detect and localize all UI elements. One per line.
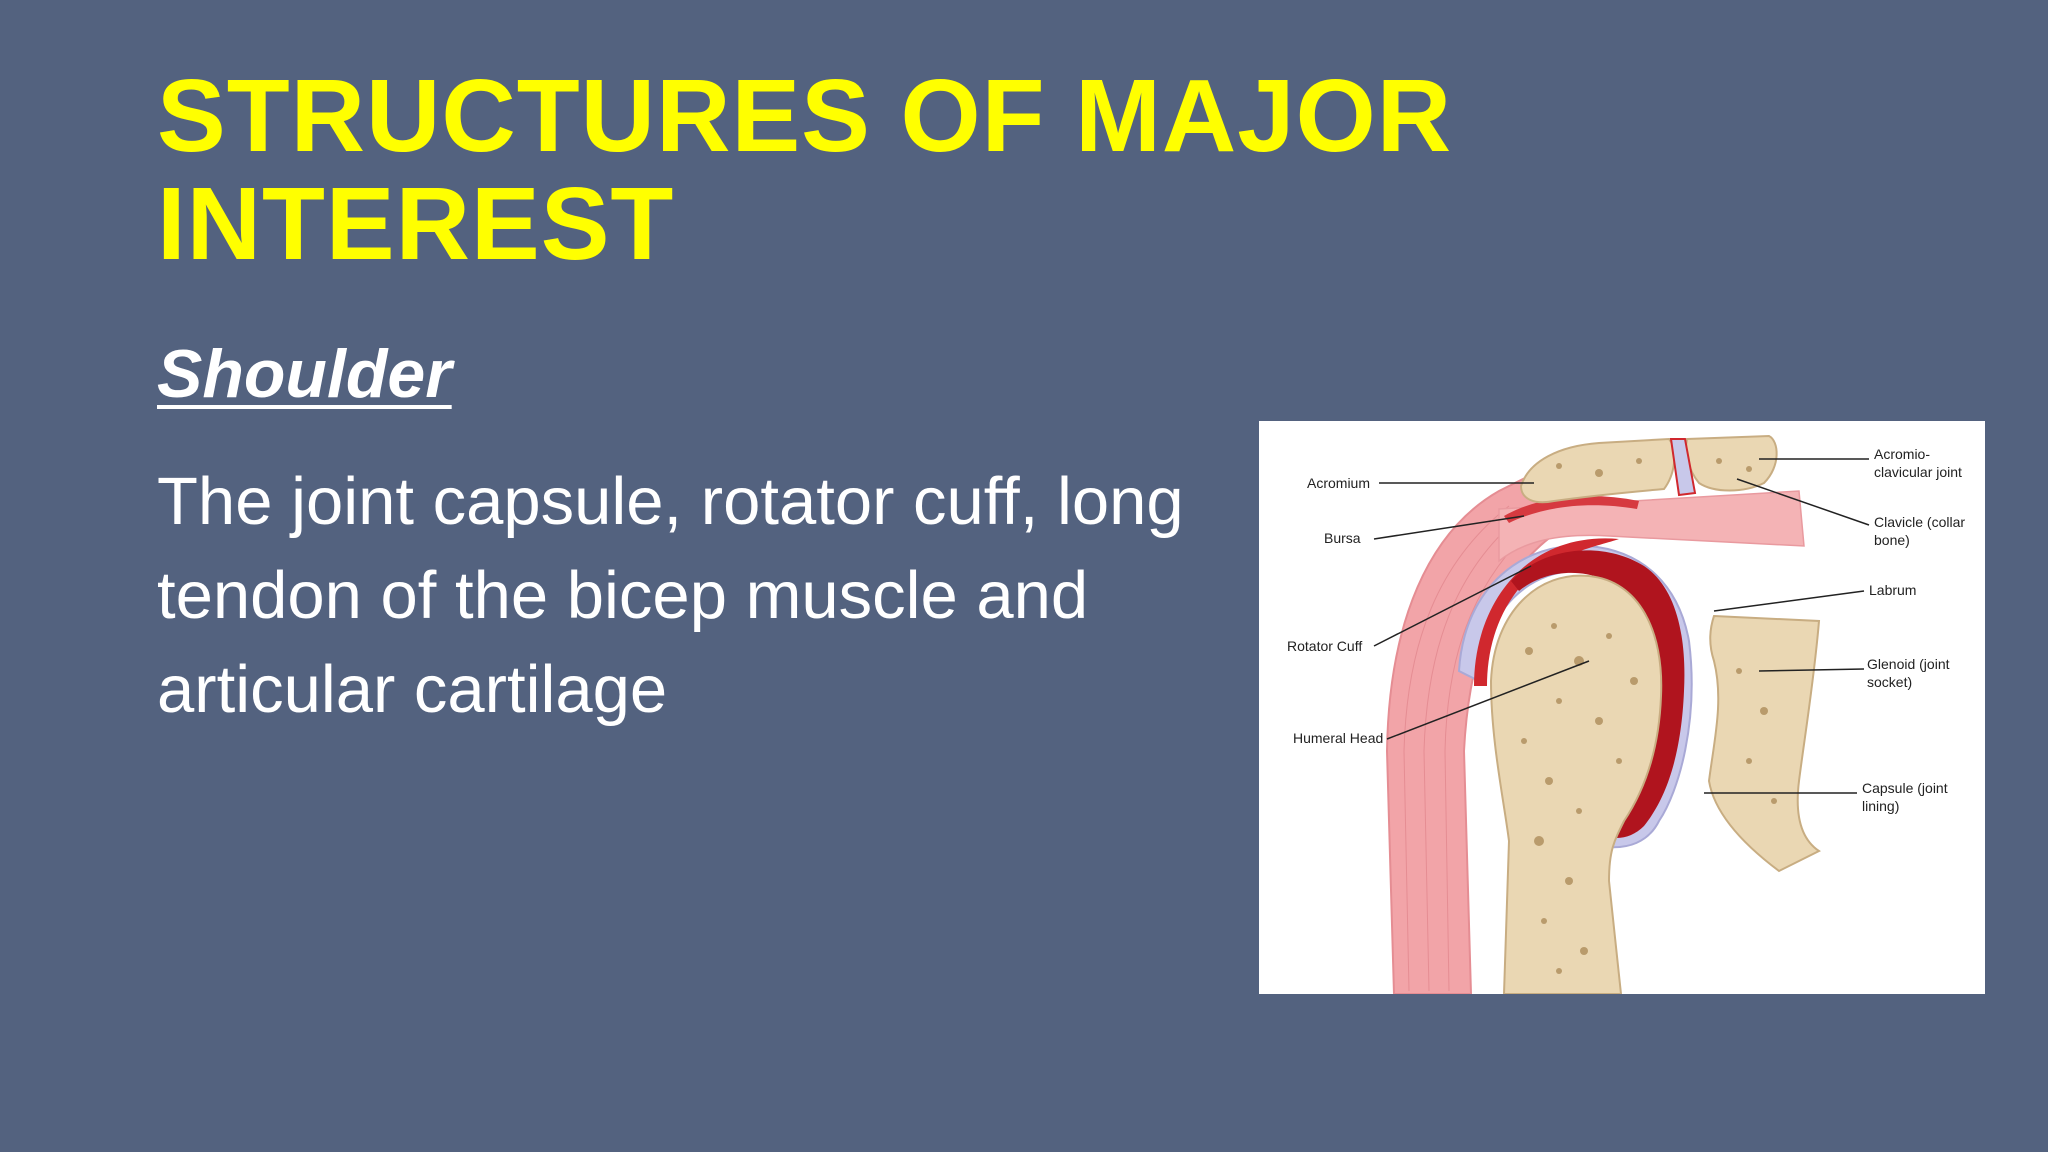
shoulder-diagram: Acromium Bursa Rotator Cuff Humeral Head… xyxy=(1287,434,1965,994)
body-text: The joint capsule, rotator cuff, long te… xyxy=(157,464,1184,727)
label-labrum: Labrum xyxy=(1869,582,1916,598)
label-acromium: Acromium xyxy=(1307,475,1370,491)
label-clavicle-1: Clavicle (collar xyxy=(1874,514,1965,530)
slide-title-line-2: INTEREST xyxy=(157,166,675,281)
label-rotator-cuff: Rotator Cuff xyxy=(1287,638,1362,654)
label-capsule-2: lining) xyxy=(1862,798,1899,814)
clavicle-bone xyxy=(1685,434,1778,492)
slide-title: STRUCTURES OF MAJOR INTEREST xyxy=(157,62,1557,278)
slide-title-line-1: STRUCTURES OF MAJOR xyxy=(157,58,1453,173)
label-glenoid-2: socket) xyxy=(1867,674,1912,690)
supraspinatus-muscle xyxy=(1498,490,1805,563)
label-bursa: Bursa xyxy=(1324,530,1361,546)
ac-joint-cartilage xyxy=(1669,438,1697,497)
section-heading: Shoulder xyxy=(157,336,452,412)
label-humeral-head: Humeral Head xyxy=(1293,730,1383,746)
capsule-red-lining xyxy=(1511,550,1685,838)
leader-lines xyxy=(1373,458,1870,794)
label-clavicle-2: bone) xyxy=(1874,532,1910,548)
label-capsule-1: Capsule (joint xyxy=(1862,780,1948,796)
label-glenoid-1: Glenoid (joint xyxy=(1867,656,1950,672)
humerus-bone xyxy=(1489,574,1663,994)
shoulder-anatomy-figure: Acromium Bursa Rotator Cuff Humeral Head… xyxy=(1259,421,1985,994)
bone-texture xyxy=(1521,458,1777,974)
glenoid-bone xyxy=(1707,614,1821,873)
rotator-cuff-tendon xyxy=(1474,538,1619,686)
label-ac-joint-1: Acromio- xyxy=(1874,446,1930,462)
label-ac-joint-2: clavicular joint xyxy=(1874,464,1962,480)
